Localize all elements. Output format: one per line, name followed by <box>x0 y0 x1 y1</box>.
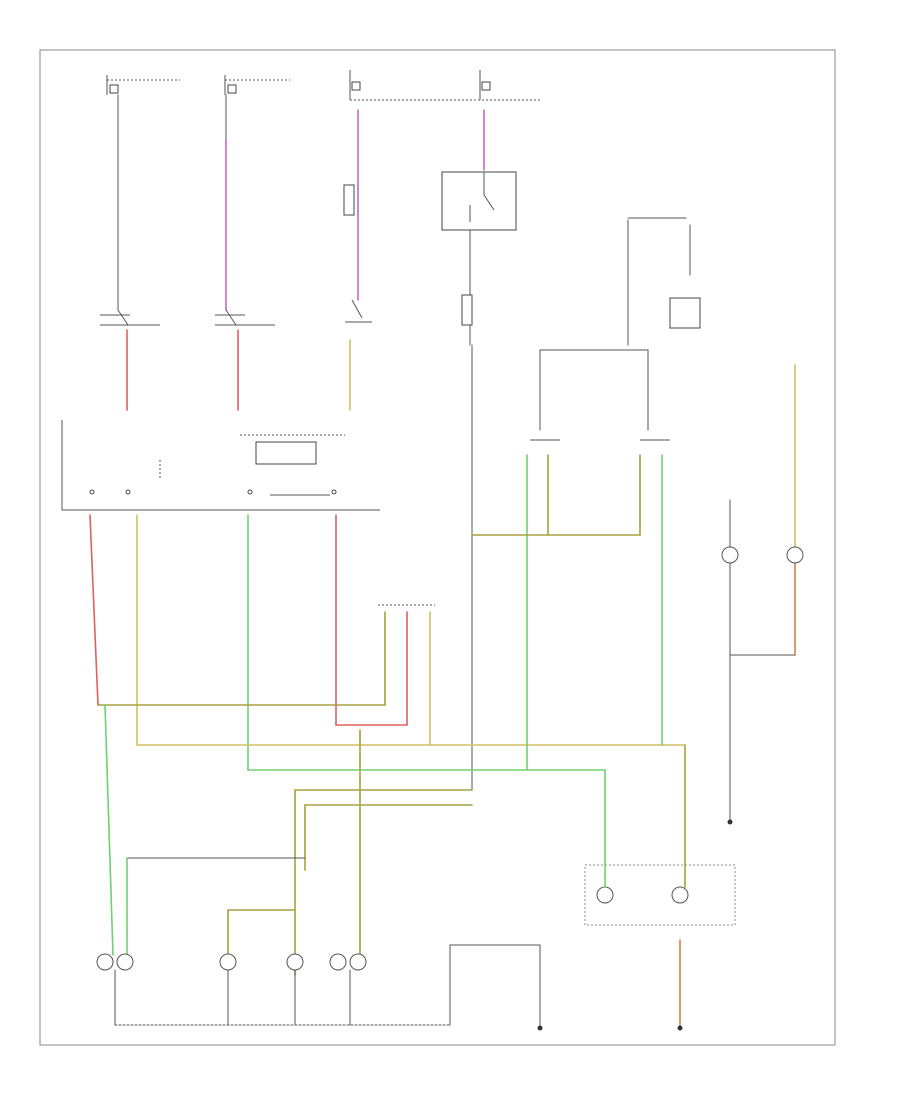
mid-connector <box>378 604 435 746</box>
license-lamp-1 <box>721 546 739 564</box>
joint-connector-2 <box>461 294 473 326</box>
ground-right <box>727 819 733 825</box>
left-tail-lamp <box>96 953 114 971</box>
right-tail-lamp-2 <box>349 953 367 971</box>
switch-1 <box>100 309 160 326</box>
wire-cs-red <box>89 514 99 706</box>
right-connector-box <box>669 297 701 329</box>
right-front-lamp <box>639 439 670 746</box>
fuse-block-2 <box>224 75 290 95</box>
switch-3 <box>345 299 372 323</box>
wire-green-left-down <box>104 704 114 956</box>
center-lamp-1 <box>219 953 237 971</box>
switch-2 <box>215 309 275 326</box>
center-lamp-2 <box>286 953 304 971</box>
relay <box>441 171 517 231</box>
rear-combo-lamp-box <box>584 864 736 926</box>
left-tail-lamp-2 <box>116 953 134 971</box>
joint-connector-1 <box>343 184 355 216</box>
ground-lower <box>537 1025 543 1031</box>
fuse-block-3 <box>349 70 540 101</box>
combination-switch <box>61 420 380 511</box>
left-front-lamp <box>526 439 560 771</box>
ground-rear <box>677 1025 683 1031</box>
license-lamp-2 <box>786 546 804 564</box>
diagram-frame <box>39 49 836 1046</box>
right-tail-lamp <box>329 953 347 971</box>
fuse-block-1 <box>106 75 180 95</box>
